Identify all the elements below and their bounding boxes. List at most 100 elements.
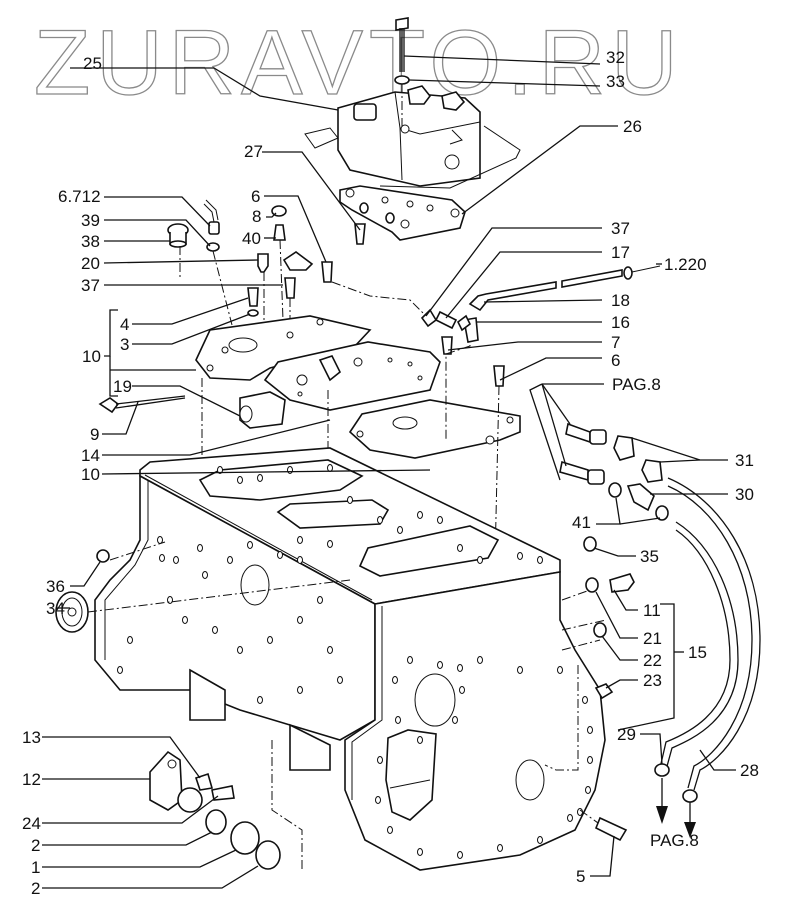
callout-14: 14 xyxy=(81,446,100,465)
bolt-hole xyxy=(347,496,353,504)
callout-pag8-upper: PAG.8 xyxy=(612,375,661,394)
bolt-hole xyxy=(377,516,383,524)
bolt-hole xyxy=(459,686,465,694)
banjo-17 xyxy=(434,310,458,330)
hose-fitting-lower xyxy=(559,460,605,485)
plug-36 xyxy=(96,549,110,563)
callout-6-lower: 6 xyxy=(611,351,621,370)
bolt-hole xyxy=(337,676,343,684)
dipstick-9 xyxy=(98,395,186,414)
bolt-hole xyxy=(297,616,303,624)
bolt-7 xyxy=(441,336,453,355)
bolt-hole xyxy=(297,686,303,694)
cover-34 xyxy=(55,591,89,633)
callout-13: 13 xyxy=(22,728,41,747)
callout-37-left: 37 xyxy=(81,276,100,295)
callout-18: 18 xyxy=(611,291,630,310)
tee-16 xyxy=(456,314,479,343)
bolt-hole xyxy=(587,756,593,764)
bolt-hole xyxy=(157,536,163,544)
bolt-hole xyxy=(477,656,483,664)
bolt-hole xyxy=(497,844,503,852)
plug-20 xyxy=(257,253,269,273)
bolt-6-upper xyxy=(321,261,333,283)
bolt-hole xyxy=(585,786,591,794)
bolt-hole xyxy=(392,676,398,684)
callout-1: 1 xyxy=(31,858,41,877)
plug-22 xyxy=(593,622,607,638)
bolt-hole xyxy=(247,541,253,549)
bolt-hole xyxy=(297,556,303,564)
cover-10-right xyxy=(348,399,521,459)
washer-41b xyxy=(655,505,669,521)
seal-2-lower xyxy=(255,840,281,870)
bolt-hole xyxy=(257,696,263,704)
bolt-hole xyxy=(457,544,463,552)
bolt-hole xyxy=(377,756,383,764)
bolt-hole xyxy=(159,554,165,562)
callout-23: 23 xyxy=(643,671,662,690)
callout-30: 30 xyxy=(735,485,754,504)
bolt-hole xyxy=(477,556,483,564)
callout-2-lower: 2 xyxy=(31,879,41,898)
bolt-hole xyxy=(237,646,243,654)
bolt-hole xyxy=(257,474,263,482)
bolt-hole xyxy=(437,516,443,524)
bolt-hole xyxy=(327,464,333,472)
bolt-hole xyxy=(517,552,523,560)
arrow-down-28 xyxy=(684,802,696,838)
bolt-hole xyxy=(375,796,381,804)
callout-19: 19 xyxy=(113,377,132,396)
bolt-hole xyxy=(557,666,563,674)
bolt-hole xyxy=(387,826,393,834)
bolt-hole xyxy=(327,646,333,654)
bolt-hole xyxy=(582,696,588,704)
bolt-hole xyxy=(457,664,463,672)
callout-28: 28 xyxy=(740,761,759,780)
arrow-down-29 xyxy=(656,778,668,824)
callout-7: 7 xyxy=(611,333,621,352)
callout-10-lower: 10 xyxy=(81,465,100,484)
sensor-6712 xyxy=(203,199,220,235)
bolt-hole xyxy=(587,726,593,734)
bolt-hole xyxy=(407,656,413,664)
callout-12: 12 xyxy=(22,770,41,789)
bolt-hole xyxy=(217,466,223,474)
plate-26 xyxy=(339,185,466,241)
housing-bolt-holes xyxy=(117,464,593,859)
stud-5 xyxy=(594,816,628,842)
callout-8: 8 xyxy=(252,207,262,226)
bolt-hole xyxy=(567,814,573,822)
bolt-hole xyxy=(267,636,273,644)
bolt-hole xyxy=(182,616,188,624)
bolt-hole xyxy=(517,666,523,674)
callout-16: 16 xyxy=(611,313,630,332)
callout-6-upper: 6 xyxy=(251,187,261,206)
bolt-hole xyxy=(537,556,543,564)
bolt-hole xyxy=(437,661,443,669)
bolt-6-lower xyxy=(493,365,505,387)
block-19 xyxy=(239,391,286,429)
callout-21: 21 xyxy=(643,629,662,648)
callout-27: 27 xyxy=(244,142,263,161)
callout-29: 29 xyxy=(617,725,636,744)
bolt-hole xyxy=(173,556,179,564)
bearing-1 xyxy=(230,821,260,855)
callout-9: 9 xyxy=(90,425,100,444)
callout-35: 35 xyxy=(640,547,659,566)
callout-34: 34 xyxy=(46,599,65,618)
bolt-hole xyxy=(237,476,243,484)
callout-39: 39 xyxy=(81,211,100,230)
callout-15: 15 xyxy=(688,643,707,662)
seal-2-upper xyxy=(205,809,227,835)
callout-41: 41 xyxy=(572,513,591,532)
bolt-hole xyxy=(277,551,283,559)
fitting-37-left xyxy=(284,277,296,299)
bolt-hole xyxy=(212,626,218,634)
bolt-hole xyxy=(297,536,303,544)
callout-38: 38 xyxy=(81,232,100,251)
bolt-32 xyxy=(395,17,409,72)
plug-38 xyxy=(167,223,189,248)
elbow-fitting xyxy=(282,251,314,271)
